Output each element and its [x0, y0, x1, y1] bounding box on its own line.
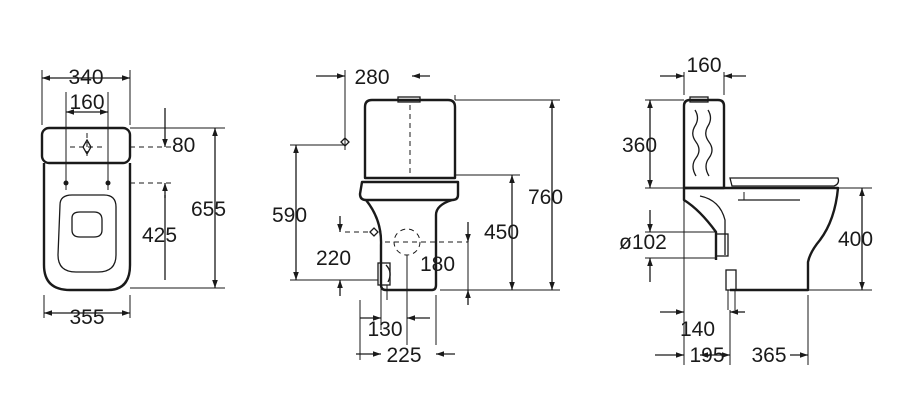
pedestal-front	[365, 198, 453, 292]
dim-outlet-diameter: ø102	[619, 231, 667, 254]
dim-fixing-to-outlet: 425	[142, 224, 177, 247]
side-view: 160 360 ø102 400 140 195 365	[619, 54, 873, 367]
bowl-opening	[57, 194, 117, 273]
dim-fixing-to-front: 365	[751, 344, 786, 367]
dim-wall-to-fixing: 195	[689, 344, 724, 367]
tank-outline	[40, 126, 132, 165]
dim-overall-depth: 655	[191, 198, 226, 221]
dim-outlet-offset: 180	[420, 253, 455, 276]
dim-inlet-offset: 130	[367, 318, 402, 341]
dim-total-height: 760	[528, 186, 563, 209]
top-view: 340 160 80 425 655 355	[40, 66, 226, 329]
front-view: 280 590 220 450 760 180 130 225	[272, 66, 563, 367]
dim-inlet-height: 590	[272, 204, 307, 227]
dim-overall-width: 340	[68, 66, 103, 89]
dim-supply-height: 220	[316, 247, 351, 270]
dim-fixing-offset: 80	[172, 134, 195, 157]
dim-tank-height: 360	[622, 134, 657, 157]
bowl-outline	[42, 163, 132, 292]
dim-bowl-height: 450	[484, 221, 519, 244]
dim-tank-depth: 160	[686, 54, 721, 77]
bowl-side	[684, 186, 840, 292]
dim-seat-height: 400	[838, 228, 873, 251]
dim-base-width: 225	[386, 344, 421, 367]
dim-fixing-distance: 160	[69, 91, 104, 114]
tank-side	[682, 98, 726, 190]
dim-tank-width: 280	[354, 66, 389, 89]
dim-bowl-width: 355	[69, 306, 104, 329]
dim-outlet-to-wall: 140	[680, 318, 715, 341]
tank-front	[363, 98, 457, 180]
